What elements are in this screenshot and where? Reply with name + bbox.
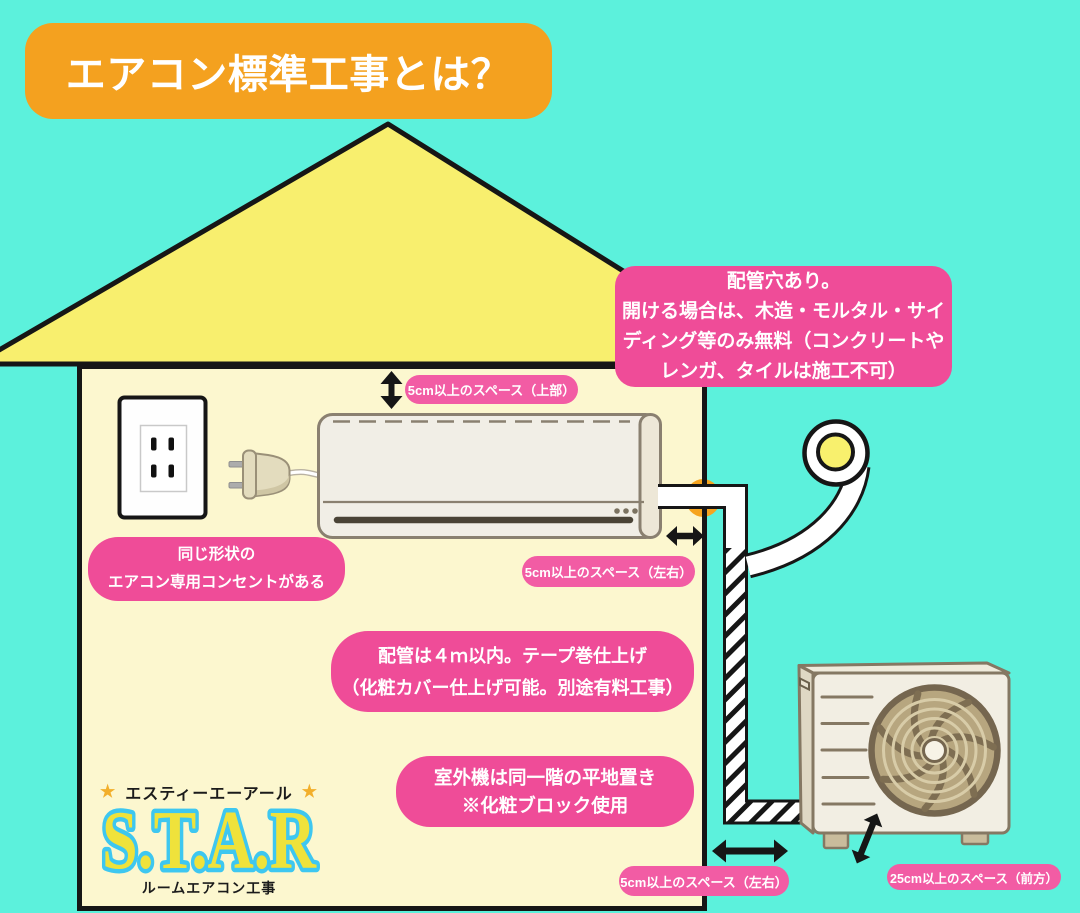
indoor-ac-unit xyxy=(317,413,662,539)
label-space-front: 25cm以上のスペース（前方） xyxy=(887,864,1061,890)
company-logo: ★ エスティーエーアール ★ S.T.A.R ルームエアコン工事 xyxy=(85,780,333,898)
power-plug xyxy=(228,449,319,500)
indoor-unit-end-cap xyxy=(638,413,662,539)
bubble-pipe-hole-line2: 開ける場合は、木造・モルタル・サイ xyxy=(621,300,945,322)
bubble-outdoor-placement-line2: ※化粧ブロック使用 xyxy=(461,794,629,816)
left-right-arrow-icon xyxy=(666,526,704,546)
page-title: エアコン標準工事とは？ xyxy=(65,53,512,97)
bubble-piping-length-line1: 配管は４ｍ以内。テープ巻仕上げ xyxy=(378,645,647,666)
fan-hub xyxy=(922,738,947,763)
pipe-tape-stripes xyxy=(726,548,812,822)
outdoor-ac-unit xyxy=(797,661,1011,850)
outlet-slot xyxy=(168,464,174,478)
outlet-slot xyxy=(151,464,157,478)
outdoor-unit-fan xyxy=(868,684,1001,817)
bubble-piping-length: 配管は４ｍ以内。テープ巻仕上げ （化粧カバー仕上げ可能。別途有料工事） xyxy=(331,631,694,712)
diagonal-double-arrow-icon xyxy=(851,813,883,864)
bubble-dedicated-outlet: 同じ形状の エアコン専用コンセントがある xyxy=(88,537,345,601)
left-right-arrow-icon xyxy=(712,839,788,863)
star-icon: ★ xyxy=(301,782,318,801)
indicator-led xyxy=(614,508,620,514)
fan-grille-rings xyxy=(882,698,987,803)
bubble-pipe-hole-line3: ディング等のみ無料（コンクリートや xyxy=(622,330,945,352)
logo-wordmark: S.T.A.R xyxy=(102,804,317,880)
bubble-pipe-hole-line4: レンガ、タイルは施工不可） xyxy=(660,360,907,382)
refrigerant-piping xyxy=(658,419,871,825)
outlet-slot xyxy=(151,437,157,451)
bubble-piping-length-line2: （化粧カバー仕上げ可能。別途有料工事） xyxy=(341,677,684,698)
bubble-dedicated-outlet-line1: 同じ形状の xyxy=(177,546,256,563)
outdoor-unit-vents xyxy=(820,695,876,806)
star-icon: ★ xyxy=(100,782,117,801)
bubble-outdoor-placement: 室外機は同一階の平地置き ※化粧ブロック使用 xyxy=(396,756,694,827)
logo-reading: エスティーエーアール xyxy=(125,786,293,803)
up-down-arrow-icon xyxy=(380,371,403,409)
outlet-slot xyxy=(168,437,174,451)
label-space-sides-indoor: 5cm以上のスペース（左右） xyxy=(522,556,695,587)
pipe-hole-center xyxy=(816,432,855,472)
logo-subtitle: ルームエアコン工事 xyxy=(141,880,277,896)
spacing-arrows xyxy=(380,371,883,864)
bubble-pipe-hole-line1: 配管穴あり。 xyxy=(726,270,841,292)
indicator-led xyxy=(632,508,638,514)
bubble-pipe-hole: 配管穴あり。 開ける場合は、木造・モルタル・サイ ディング等のみ無料（コンクリー… xyxy=(615,266,952,387)
logo-wordmark-svg: S.T.A.R xyxy=(98,804,322,880)
house-roof xyxy=(0,121,775,367)
indicator-led xyxy=(623,508,629,514)
bubble-dedicated-outlet-line2: エアコン専用コンセントがある xyxy=(107,574,325,591)
label-space-top: 5cm以上のスペース（上部） xyxy=(405,375,578,404)
outdoor-unit-side xyxy=(797,664,815,835)
fan-blades xyxy=(876,690,997,813)
logo-reading-row: ★ エスティーエーアール ★ xyxy=(100,780,318,804)
outdoor-unit-handle xyxy=(799,676,810,692)
wall-outlet xyxy=(117,395,208,520)
title-banner: エアコン標準工事とは？ xyxy=(25,23,552,119)
bubble-outdoor-placement-line1: 室外機は同一階の平地置き xyxy=(433,766,656,788)
label-space-sides-outdoor: 5cm以上のスペース（左右） xyxy=(619,866,789,896)
